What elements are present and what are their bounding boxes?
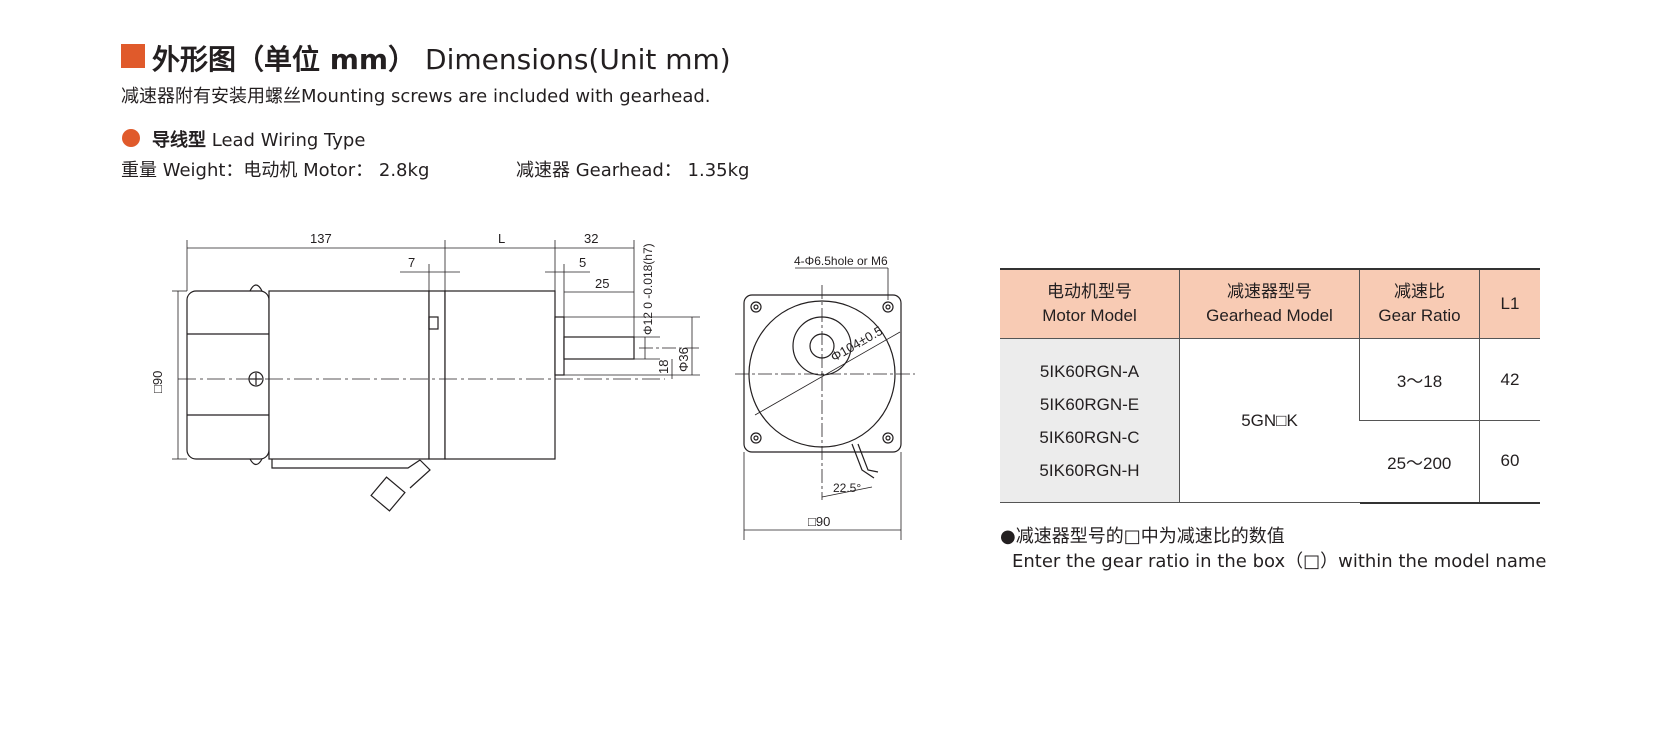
- header-motor-model: 电动机型号 Motor Model: [1000, 268, 1180, 339]
- bullet-dot-icon: [122, 129, 140, 147]
- motor-model-item: 5IK60RGN-H: [1039, 460, 1140, 480]
- subsection-title: 导线型 Lead Wiring Type: [152, 126, 365, 152]
- motor-model-list: 5IK60RGN-A 5IK60RGN-E 5IK60RGN-C 5IK60RG…: [1000, 338, 1180, 503]
- section-marker-square: [121, 44, 145, 68]
- model-spec-table: 电动机型号 Motor Model 减速器型号 Gearhead Model 减…: [1000, 268, 1540, 504]
- dim-7: 7: [408, 255, 415, 270]
- gear-ratio-cell: 3～18: [1359, 338, 1480, 421]
- gearhead-weight: 减速器 Gearhead： 1.35kg: [516, 160, 750, 181]
- mounting-note: 减速器附有安装用螺丝Mounting screws are included w…: [121, 86, 711, 107]
- front-view-drawing: 4-Φ6.5hole or M6 Φ104±0.5 22.5° □90: [735, 254, 915, 540]
- dim-25: 25: [595, 276, 609, 291]
- dim-32: 32: [584, 231, 598, 246]
- header-gearhead-model: 减速器型号 Gearhead Model: [1179, 268, 1360, 339]
- motor-model-item: 5IK60RGN-C: [1039, 427, 1140, 447]
- dim-137: 137: [310, 231, 332, 246]
- page-title-zh: 外形图（单位 mm）: [152, 43, 417, 76]
- dim-18: 18: [656, 360, 671, 374]
- subsection-title-zh: 导线型: [152, 130, 206, 151]
- page-title: 外形图（单位 mm） Dimensions(Unit mm): [152, 38, 731, 78]
- gearhead-model-cell: 5GN□K: [1179, 338, 1360, 503]
- motor-weight: 重量 Weight：电动机 Motor： 2.8kg: [121, 160, 430, 181]
- header-gear-ratio: 减速比 Gear Ratio: [1359, 268, 1480, 339]
- front-size-label: □90: [808, 514, 830, 529]
- dim-shaft-diameter: Φ12 0 -0.018(h7): [641, 243, 655, 335]
- l1-cell: 60: [1479, 420, 1540, 504]
- subsection-title-en: Lead Wiring Type: [211, 130, 366, 151]
- dim-L: L: [498, 231, 505, 246]
- motor-model-item: 5IK60RGN-E: [1039, 394, 1140, 414]
- header-l1: L1: [1479, 268, 1540, 339]
- motor-model-item: 5IK60RGN-A: [1039, 361, 1140, 381]
- dim-phi36: Φ36: [676, 347, 691, 372]
- front-holes-label: 4-Φ6.5hole or M6: [794, 254, 888, 268]
- footnote-zh: ●减速器型号的□中为减速比的数值: [1000, 526, 1285, 547]
- side-view-drawing: 137 L 32 7 5 25 Φ12 0 -0.018(h7) Φ36 18 …: [150, 231, 700, 512]
- l1-cell: 42: [1479, 338, 1540, 421]
- dim-5: 5: [579, 255, 586, 270]
- footnote-en: Enter the gear ratio in the box（□）within…: [1012, 551, 1547, 572]
- dim-90-side: □90: [150, 371, 165, 393]
- page-title-en: Dimensions(Unit mm): [425, 43, 731, 76]
- gear-ratio-cell: 25～200: [1359, 420, 1480, 504]
- front-angle-label: 22.5°: [833, 481, 861, 495]
